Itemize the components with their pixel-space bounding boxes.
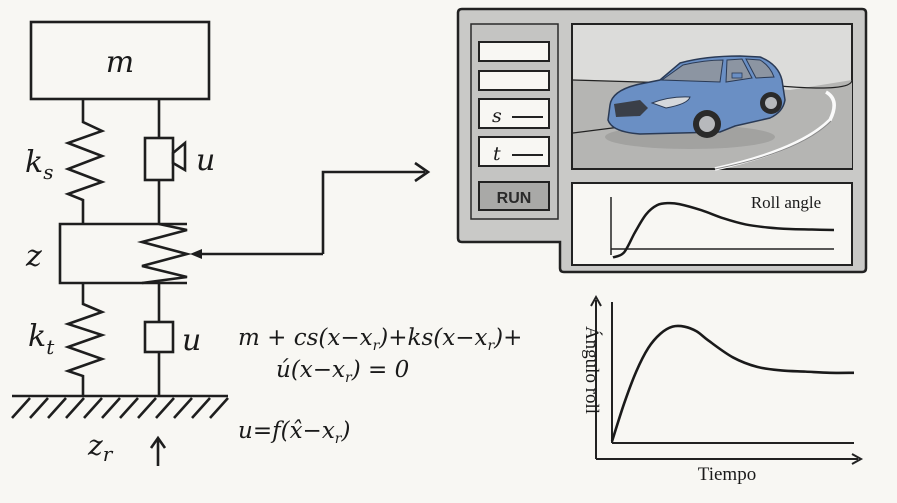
input-field-1[interactable] (478, 41, 550, 62)
lane-shadow (714, 120, 832, 170)
hatch-mark (173, 397, 193, 419)
car-grille (614, 100, 648, 117)
input-t-label: t (493, 143, 501, 165)
hatch-mark (119, 397, 139, 419)
control-law: u=f(x̂−xr) (238, 418, 350, 447)
hatch-mark (11, 397, 31, 419)
run-button[interactable] (478, 181, 550, 211)
y-axis-label: Ángulo roll (581, 326, 603, 414)
mass-label: m (106, 45, 134, 80)
mini-roll-plot: Roll angle (571, 182, 853, 266)
suspension-spring (64, 99, 106, 224)
sprung-mass-block (29, 20, 211, 101)
hatch-mark (83, 397, 103, 419)
equation-of-motion-line1: m + cs(x−xr)+ks(x−xr)+ (238, 325, 522, 354)
inner-spring (136, 222, 193, 285)
hatch-mark (137, 397, 157, 419)
actuator-horn-icon (171, 140, 187, 173)
hatch-mark (155, 397, 175, 419)
car-windshield (660, 59, 724, 83)
x-axis-label: Tiempo (698, 464, 756, 485)
hatch-mark (191, 397, 211, 419)
lane-marking (714, 90, 836, 171)
hatch-mark (29, 397, 49, 419)
car-mirror (731, 72, 743, 79)
arrow-left-icon (190, 249, 202, 259)
road-edge (572, 126, 621, 134)
car-window-rear (745, 58, 775, 79)
run-button-label: RUN (497, 190, 532, 207)
active-actuator-upper (143, 136, 175, 182)
input-field-2[interactable] (478, 70, 550, 91)
equations: m + cs(x−xr)+ks(x−xr)+ ú(x−xr) = 0 u=f(x… (238, 325, 522, 447)
input-field-t[interactable] (478, 136, 550, 167)
tire-spring (63, 283, 107, 396)
mini-plot-roll-curve (612, 201, 835, 259)
y-axis-arrow-icon (590, 294, 602, 307)
unsprung-mass-block (58, 222, 187, 285)
actuator-lower-label: u (182, 323, 201, 358)
car-headlight (650, 96, 691, 109)
mini-plot-frame (571, 182, 853, 266)
input-s-label: s (492, 105, 502, 127)
actuator-upper-label: u (196, 143, 215, 178)
active-actuator-lower (143, 320, 175, 354)
hatch-mark (47, 397, 67, 419)
ground-hatching (11, 397, 229, 419)
car-viewport (571, 23, 853, 171)
quarter-car-model: m ks u z kt u zr (11, 20, 431, 466)
input-field-s[interactable] (478, 98, 550, 129)
mini-plot-title: Roll angle (751, 193, 821, 212)
spring-kt-label: kt (28, 319, 55, 359)
simulator-window: s t RUN (456, 7, 868, 274)
hatch-mark (65, 397, 85, 419)
road-arrow-head (149, 435, 167, 449)
equation-of-motion-line2: ú(x−xr) = 0 (276, 357, 409, 386)
car-rim-rear (765, 97, 777, 109)
road-input-label: zr (87, 429, 114, 466)
spring-ks-label: ks (25, 145, 53, 184)
car-rim-front (699, 116, 715, 132)
hatch-mark (101, 397, 121, 419)
hatch-mark (209, 397, 229, 419)
roll-angle-chart: Ángulo roll Tiempo (581, 294, 864, 485)
x-axis-arrow-icon (851, 453, 864, 465)
arrow-right-icon (414, 161, 431, 183)
unsprung-label: z (25, 239, 42, 274)
connector-line (321, 170, 425, 254)
roll-angle-curve (610, 324, 855, 442)
